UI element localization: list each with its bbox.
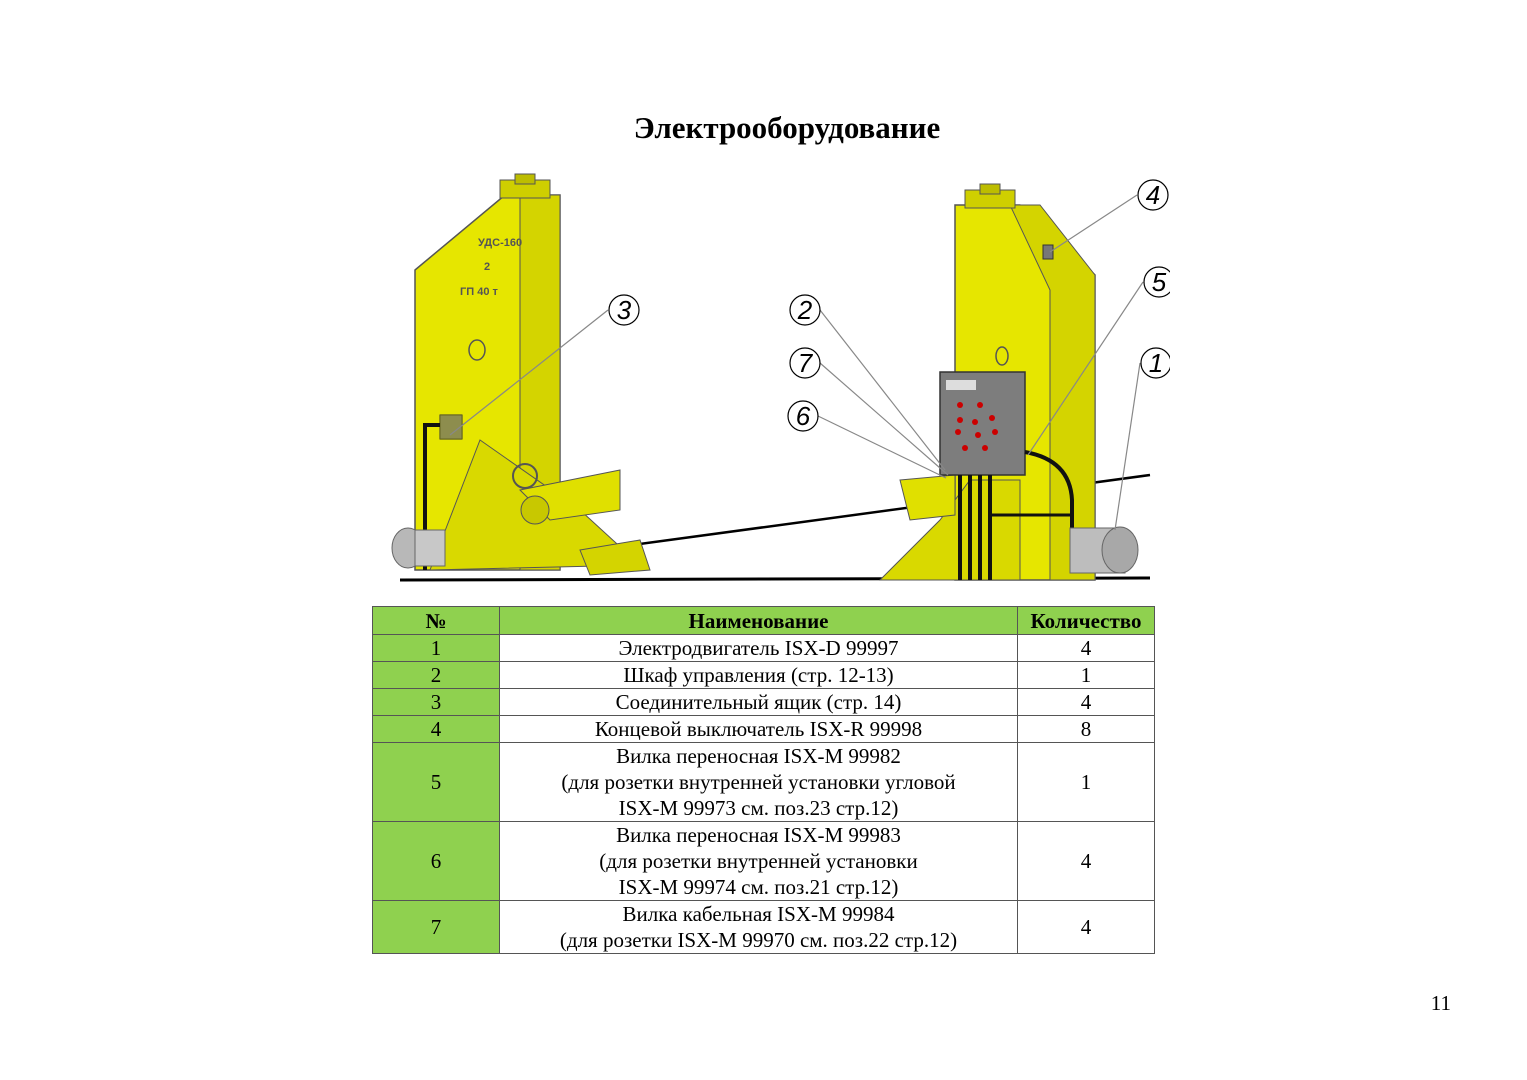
plate-text-3: ГП 40 т [460,286,498,298]
row-number: 7 [372,900,500,954]
col-header-name: Наименование [499,606,1018,635]
row-number: 3 [372,688,500,716]
row-quantity: 4 [1017,821,1155,901]
callout-1: 1 [1149,348,1163,378]
page-number: 11 [1430,991,1451,1015]
table-row: 3 Соединительный ящик (стр. 14) 4 [372,688,1155,716]
equipment-table: № Наименование Количество 1 Электродвига… [372,606,1155,954]
row-quantity: 8 [1017,715,1155,743]
equipment-drawing: УДС-160 2 ГП 40 т [391,173,1170,582]
table-row: 5 Вилка переносная ISX-M 99982 (для розе… [372,742,1155,822]
callout-5: 5 [1152,267,1167,297]
row-quantity: 4 [1017,634,1155,662]
table-row: 7 Вилка кабельная ISX-M 99984 (для розет… [372,900,1155,954]
table-row: 4 Концевой выключатель ISX-R 99998 8 [372,715,1155,743]
row-number: 5 [372,742,500,822]
page-title: Электрооборудование [633,110,941,145]
table-row: 1 Электродвигатель ISX-D 99997 4 [372,634,1155,662]
row-quantity: 4 [1017,688,1155,716]
plate-text-2: 2 [484,261,490,273]
row-name: Соединительный ящик (стр. 14) [499,688,1018,716]
table-row: 6 Вилка переносная ISX-M 99983 (для розе… [372,821,1155,901]
equipment-illustration: УДС-160 2 ГП 40 т [380,170,1170,600]
row-number: 4 [372,715,500,743]
table-row: 2 Шкаф управления (стр. 12-13) 1 [372,661,1155,689]
plate-text-1: УДС-160 [478,237,522,249]
row-name: Шкаф управления (стр. 12-13) [499,661,1018,689]
row-quantity: 1 [1017,742,1155,822]
row-name: Вилка переносная ISX-M 99982 (для розетк… [499,742,1018,822]
col-header-quantity: Количество [1017,606,1155,635]
row-number: 1 [372,634,500,662]
callout-7: 7 [798,348,814,378]
table-header-row: № Наименование Количество [372,606,1155,635]
col-header-number: № [372,606,500,635]
row-quantity: 1 [1017,661,1155,689]
callout-4: 4 [1146,180,1160,210]
right-stand [878,183,1139,581]
row-number: 6 [372,821,500,901]
row-name: Концевой выключатель ISX-R 99998 [499,715,1018,743]
callout-2: 2 [797,295,813,325]
row-name: Вилка переносная ISX-M 99983 (для розетк… [499,821,1018,901]
callout-6: 6 [796,401,811,431]
callout-3: 3 [617,295,632,325]
row-name: Электродвигатель ISX-D 99997 [499,634,1018,662]
row-name: Вилка кабельная ISX-M 99984 (для розетки… [499,900,1018,954]
row-quantity: 4 [1017,900,1155,954]
left-stand: УДС-160 2 ГП 40 т [391,173,651,576]
row-number: 2 [372,661,500,689]
